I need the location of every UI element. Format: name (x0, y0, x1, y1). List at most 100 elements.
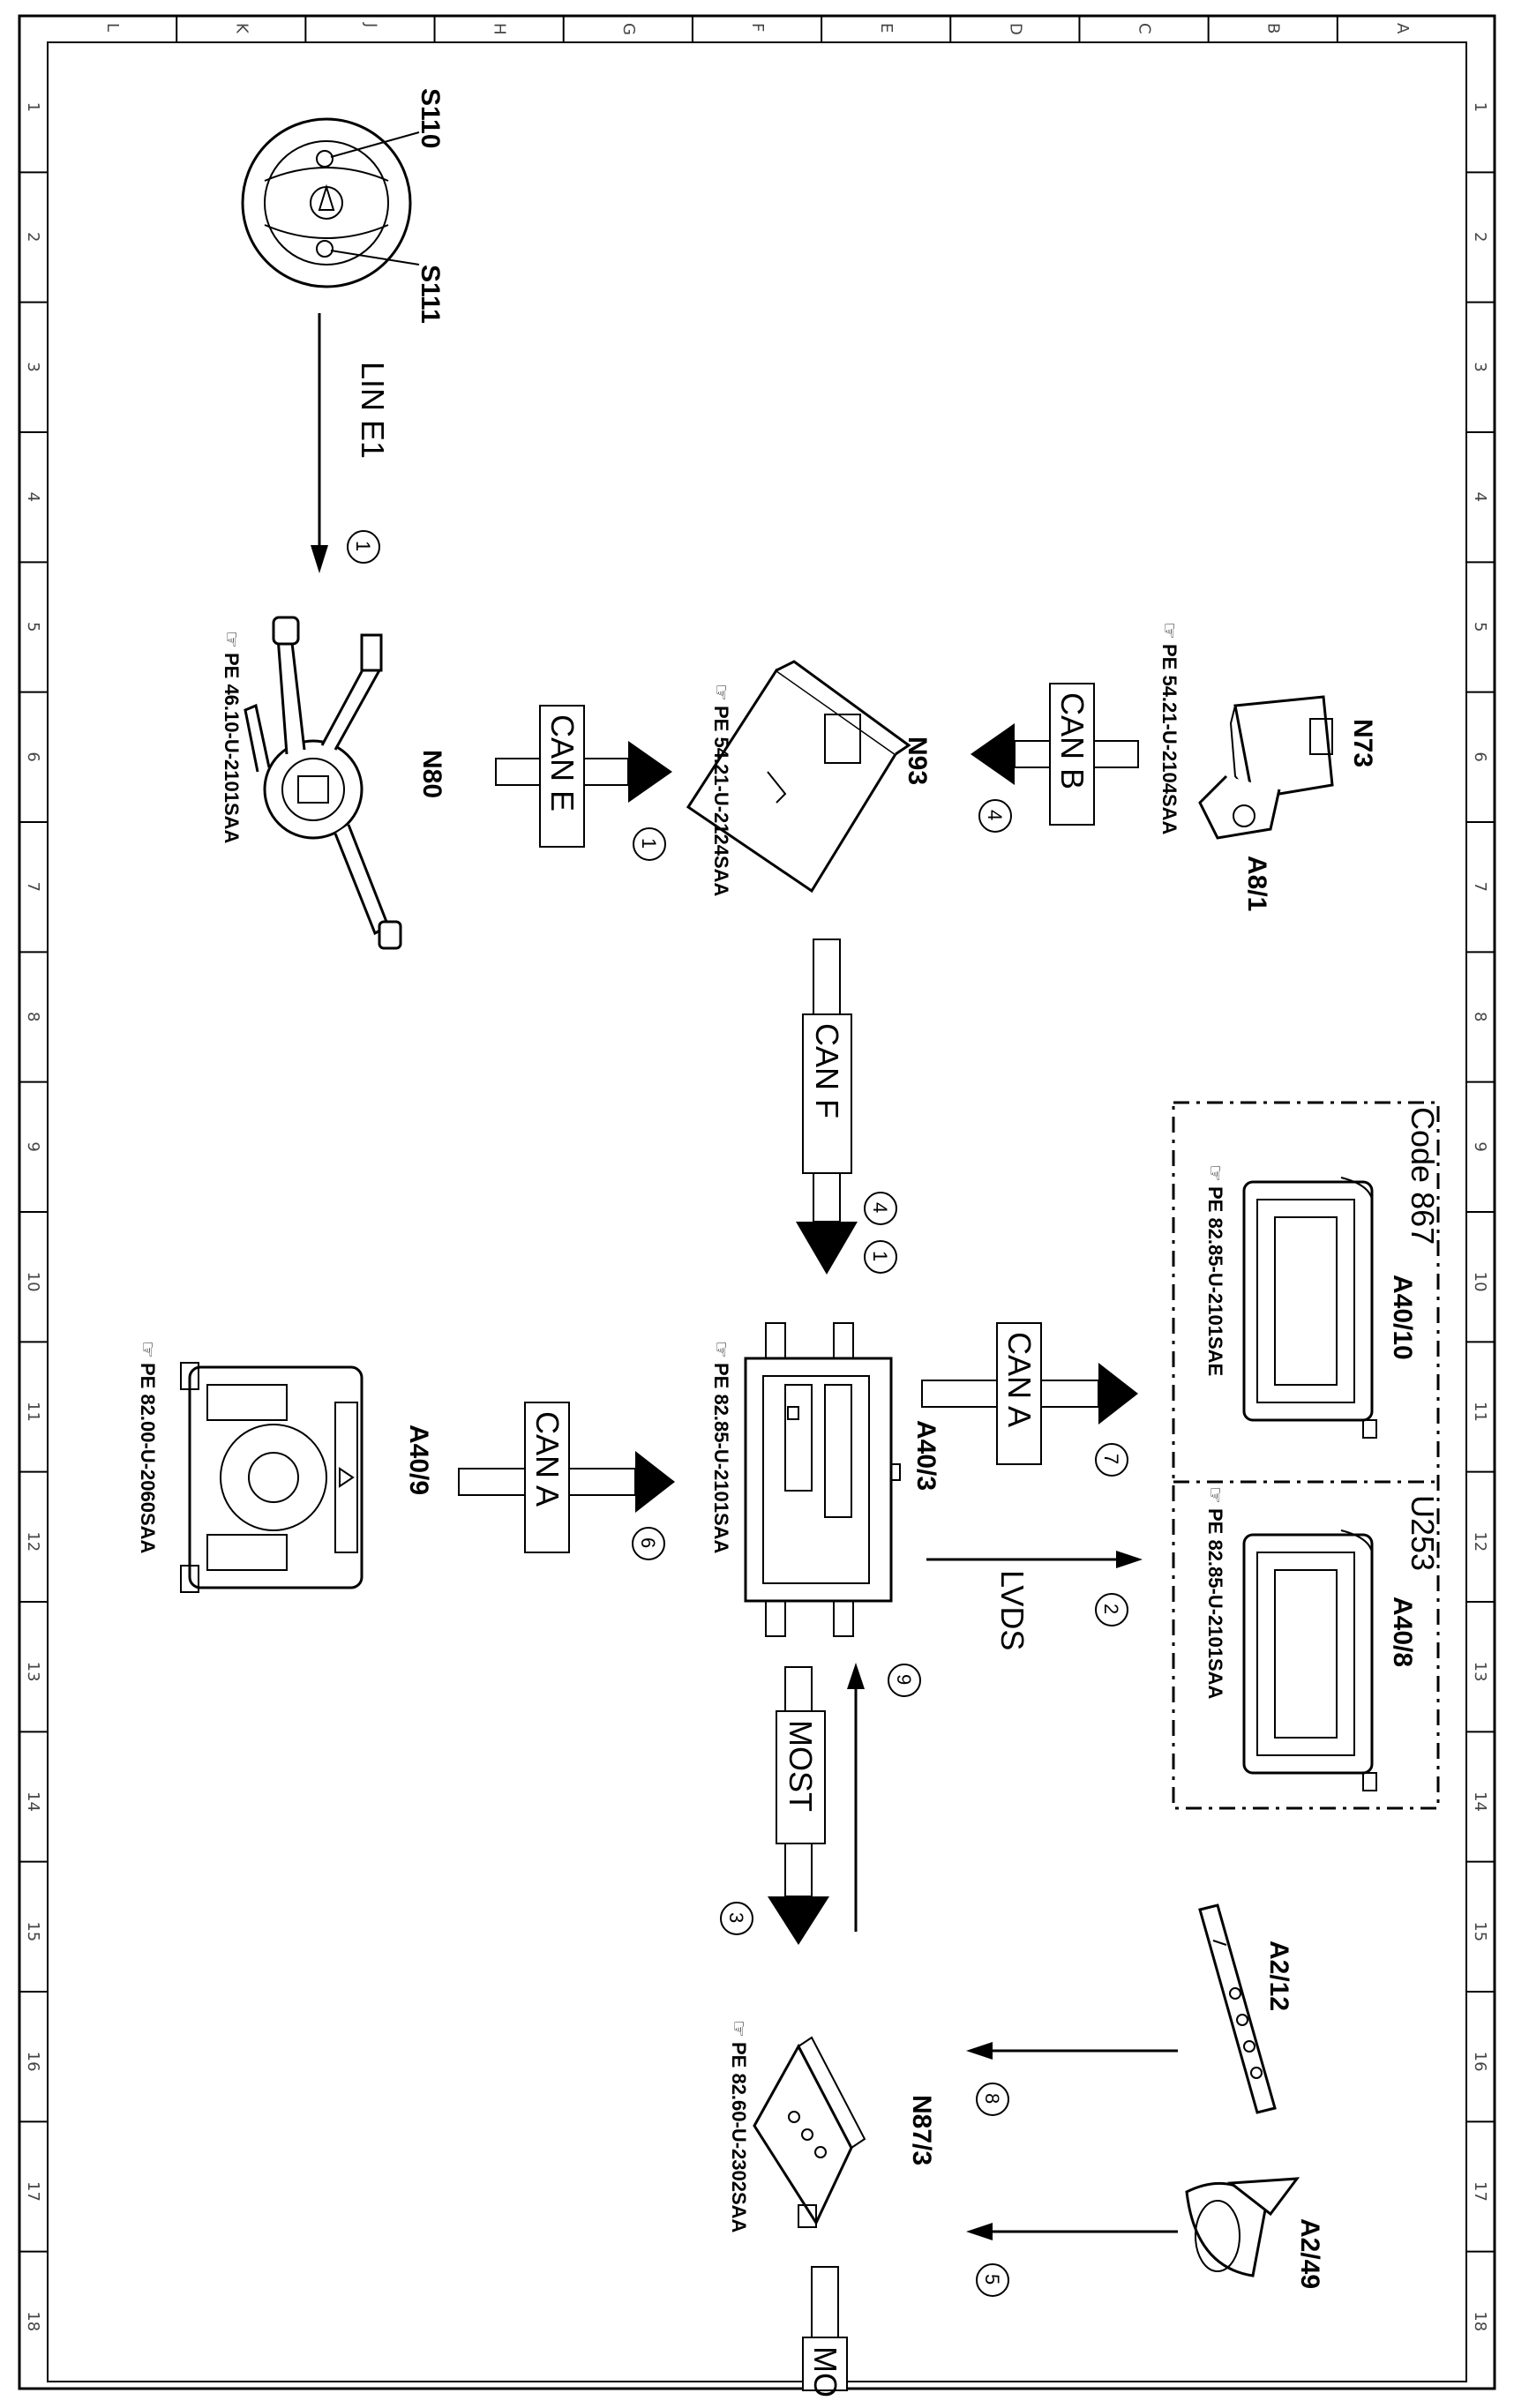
grid-row-label-left: 10 (24, 1272, 42, 1292)
grid-row-label-right: 17 (1471, 2181, 1489, 2202)
grid-row-label-left: 4 (24, 492, 42, 502)
ref-N93: PE 54.21-U-2124SAA (710, 706, 732, 897)
label-N73: N73 (1348, 719, 1377, 767)
a40-8-display-icon (1242, 1529, 1377, 1791)
grid-row-label-right: 18 (1471, 2311, 1489, 2331)
grid-row-label-left: 5 (24, 622, 42, 632)
grid-column-label: E (877, 23, 896, 33)
marker-6: 6 (632, 1527, 665, 1560)
label-U253: U253 (1405, 1495, 1441, 1571)
grid-column-label: L (103, 23, 122, 32)
label-N87-3: N87/3 (907, 2095, 936, 2165)
grid-row-label-right: 11 (1471, 1402, 1489, 1422)
steering-wheel-icon (241, 117, 420, 288)
label-N80: N80 (417, 750, 446, 798)
a40-3-head-unit-icon (744, 1322, 901, 1637)
marker-1-lin: 1 (347, 530, 380, 564)
svg-text:7: 7 (1100, 1454, 1122, 1464)
svg-text:2: 2 (1100, 1604, 1122, 1614)
grid-row-label-left: 15 (24, 1921, 42, 1941)
grid-row-label-right: 16 (1471, 2052, 1489, 2072)
a2-49-antenna-icon (1185, 2177, 1300, 2277)
label-A2-49: A2/49 (1295, 2218, 1324, 2289)
svg-text:4: 4 (869, 1202, 891, 1213)
ref-A40-8: PE 82.85-U-2101SAA (1204, 1508, 1226, 1700)
ref-N80: PE 46.10-U-2101SAA (221, 653, 243, 844)
grid-column-label: J (361, 22, 379, 27)
label-A40-8: A40/8 (1388, 1597, 1417, 1667)
ref-icon-A40-8: ☞ (1204, 1486, 1226, 1504)
grid-column-label: A (1393, 23, 1412, 34)
frame-outer (18, 14, 1496, 2390)
marker-4-can-f: 4 (864, 1192, 897, 1225)
bus-label-most-cut: MO (807, 2346, 843, 2397)
grid-column-label: H (491, 23, 509, 35)
ref-icon-N93: ☞ (710, 684, 732, 701)
grid-row-label-right: 6 (1471, 752, 1489, 761)
grid-column-label: F (748, 23, 767, 32)
n87-3-module-icon (753, 2036, 866, 2228)
marker-1-can-e: 1 (633, 827, 666, 861)
marker-2: 2 (1095, 1593, 1128, 1627)
grid-row-label-right: 5 (1471, 622, 1489, 632)
ref-icon-N80: ☞ (221, 631, 243, 648)
steering-column-module-icon (244, 616, 402, 950)
svg-text:1: 1 (352, 541, 374, 551)
bus-label-can-b: CAN B (1054, 692, 1091, 789)
grid-row-label-left: 3 (24, 362, 42, 371)
marker-4-can-b: 4 (978, 799, 1012, 833)
grid-row-label-right: 9 (1471, 1141, 1489, 1151)
ref-A40-10: PE 82.85-U-2101SAE (1204, 1186, 1226, 1376)
label-code-867: Code 867 (1405, 1107, 1441, 1245)
ref-icon-N87-3: ☞ (728, 2020, 750, 2038)
grid-row-label-right: 14 (1471, 1791, 1489, 1812)
svg-text:1: 1 (869, 1251, 891, 1261)
grid-row-label-right: 10 (1471, 1272, 1489, 1292)
grid-column-label: C (1136, 23, 1154, 34)
svg-text:3: 3 (725, 1912, 747, 1923)
ref-A40-3: PE 82.85-U-2101SAA (710, 1363, 732, 1554)
label-S111: S111 (416, 265, 445, 324)
label-A40-3: A40/3 (911, 1420, 941, 1491)
grid-row-label-left: 7 (24, 882, 42, 892)
label-A40-9: A40/9 (404, 1425, 433, 1495)
ignition-switch-icon (1198, 695, 1334, 840)
grid-column-label: B (1264, 23, 1283, 34)
bus-label-can-a-left: CAN A (529, 1411, 566, 1507)
bus-label-can-e: CAN E (544, 714, 581, 811)
grid-row-label-left: 17 (24, 2181, 42, 2202)
marker-9: 9 (888, 1664, 921, 1697)
grid-column-label: D (1006, 23, 1024, 35)
label-A2-12: A2/12 (1264, 1941, 1293, 2011)
grid-row-label-right: 3 (1471, 362, 1489, 371)
grid-row-label-right: 1 (1471, 102, 1489, 112)
grid-row-label-right: 7 (1471, 882, 1489, 892)
bus-label-lvds: LVDS (994, 1570, 1031, 1650)
option-group-box (1172, 1101, 1440, 1810)
grid-column-label: K (232, 23, 251, 34)
grid-row-label-left: 1 (24, 102, 42, 112)
grid-row-label-left: 9 (24, 1141, 42, 1151)
marker-8: 8 (976, 2083, 1009, 2116)
ref-N87-3: PE 82.60-U-2302SAA (728, 2042, 750, 2233)
label-S110: S110 (416, 88, 445, 148)
label-A40-10: A40/10 (1388, 1275, 1417, 1360)
bus-label-can-a-top: CAN A (1001, 1332, 1038, 1427)
grid-row-label-left: 18 (24, 2311, 42, 2331)
bus-label-can-f: CAN F (809, 1023, 845, 1118)
grid-row-label-left: 14 (24, 1791, 42, 1812)
grid-row-label-left: 16 (24, 2052, 42, 2072)
ref-icon-A40-3: ☞ (710, 1341, 732, 1358)
grid-row-label-right: 15 (1471, 1921, 1489, 1941)
ref-icon-A40-10: ☞ (1204, 1164, 1226, 1182)
grid-row-label-left: 2 (24, 232, 42, 242)
grid-row-label-left: 12 (24, 1531, 42, 1552)
grid-row-label-right: 13 (1471, 1662, 1489, 1682)
ref-icon-A40-9: ☞ (137, 1341, 159, 1358)
marker-3: 3 (720, 1902, 753, 1935)
a2-12-antenna-icon (1198, 1903, 1277, 2114)
bus-label-most: MOST (783, 1720, 819, 1812)
svg-text:5: 5 (981, 2274, 1003, 2285)
bus-label-lin-e1: LIN E1 (355, 362, 391, 459)
